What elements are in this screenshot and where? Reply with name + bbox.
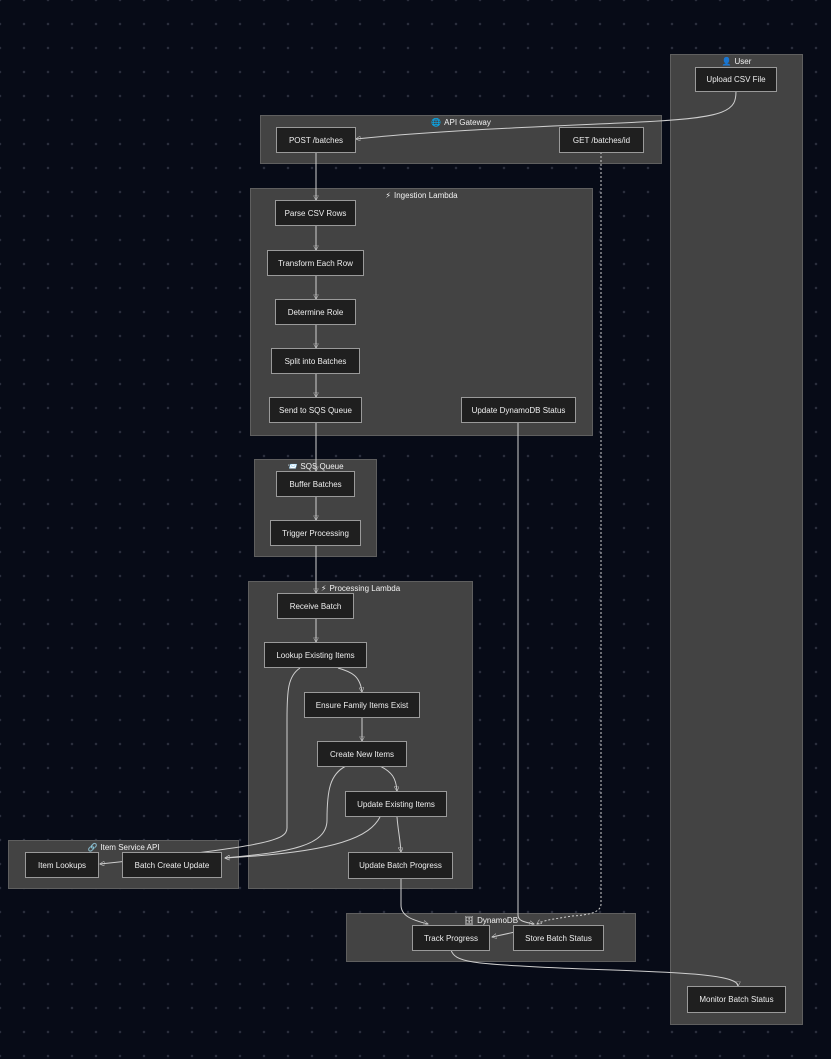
send-sqs-node[interactable]: Send to SQS Queue xyxy=(269,397,362,423)
update-existing-node[interactable]: Update Existing Items xyxy=(345,791,447,817)
cluster-dynamodb-title: 🗄DynamoDB xyxy=(463,916,519,925)
lookup-existing-node[interactable]: Lookup Existing Items xyxy=(264,642,367,668)
update-dynamodb-status-node[interactable]: Update DynamoDB Status xyxy=(461,397,576,423)
database-icon: 🗄 xyxy=(463,916,475,925)
buffer-batches-node[interactable]: Buffer Batches xyxy=(276,471,355,497)
lightning-icon: ⚡ xyxy=(385,191,391,200)
receive-batch-node[interactable]: Receive Batch xyxy=(277,593,354,619)
batch-create-update-node[interactable]: Batch Create Update xyxy=(122,852,222,878)
globe-icon: 🌐 xyxy=(431,118,442,127)
ensure-family-node[interactable]: Ensure Family Items Exist xyxy=(304,692,420,718)
item-lookups-node[interactable]: Item Lookups xyxy=(25,852,99,878)
transform-row-node[interactable]: Transform Each Row xyxy=(267,250,364,276)
cluster-user: 👤User xyxy=(670,54,803,1025)
cluster-user-title: 👤User xyxy=(721,57,752,66)
monitor-batch-status-node[interactable]: Monitor Batch Status xyxy=(687,986,786,1013)
post-batches-node[interactable]: POST /batches xyxy=(276,127,356,153)
cluster-processing-lambda: ⚡Processing Lambda xyxy=(248,581,473,889)
lightning-icon: ⚡ xyxy=(320,584,327,593)
link-icon: 🔗 xyxy=(87,843,98,852)
create-new-items-node[interactable]: Create New Items xyxy=(317,741,407,767)
parse-csv-node[interactable]: Parse CSV Rows xyxy=(275,200,356,226)
cluster-processing-lambda-title: ⚡Processing Lambda xyxy=(320,584,401,593)
cluster-ingestion-lambda-title: ⚡Ingestion Lambda xyxy=(385,191,458,200)
upload-csv-node[interactable]: Upload CSV File xyxy=(695,67,777,92)
determine-role-node[interactable]: Determine Role xyxy=(275,299,356,325)
cluster-sqs-queue-title: 📨SQS Queue xyxy=(287,462,344,471)
get-batches-node[interactable]: GET /batches/id xyxy=(559,127,644,153)
edge-update-dynamo-to-store xyxy=(517,423,534,924)
split-batches-node[interactable]: Split into Batches xyxy=(271,348,360,374)
trigger-processing-node[interactable]: Trigger Processing xyxy=(270,520,361,546)
user-icon: 👤 xyxy=(721,57,732,66)
track-progress-node[interactable]: Track Progress xyxy=(412,925,490,951)
inbox-icon: 📨 xyxy=(287,462,298,471)
update-batch-progress-node[interactable]: Update Batch Progress xyxy=(348,852,453,879)
store-batch-status-node[interactable]: Store Batch Status xyxy=(513,925,604,951)
